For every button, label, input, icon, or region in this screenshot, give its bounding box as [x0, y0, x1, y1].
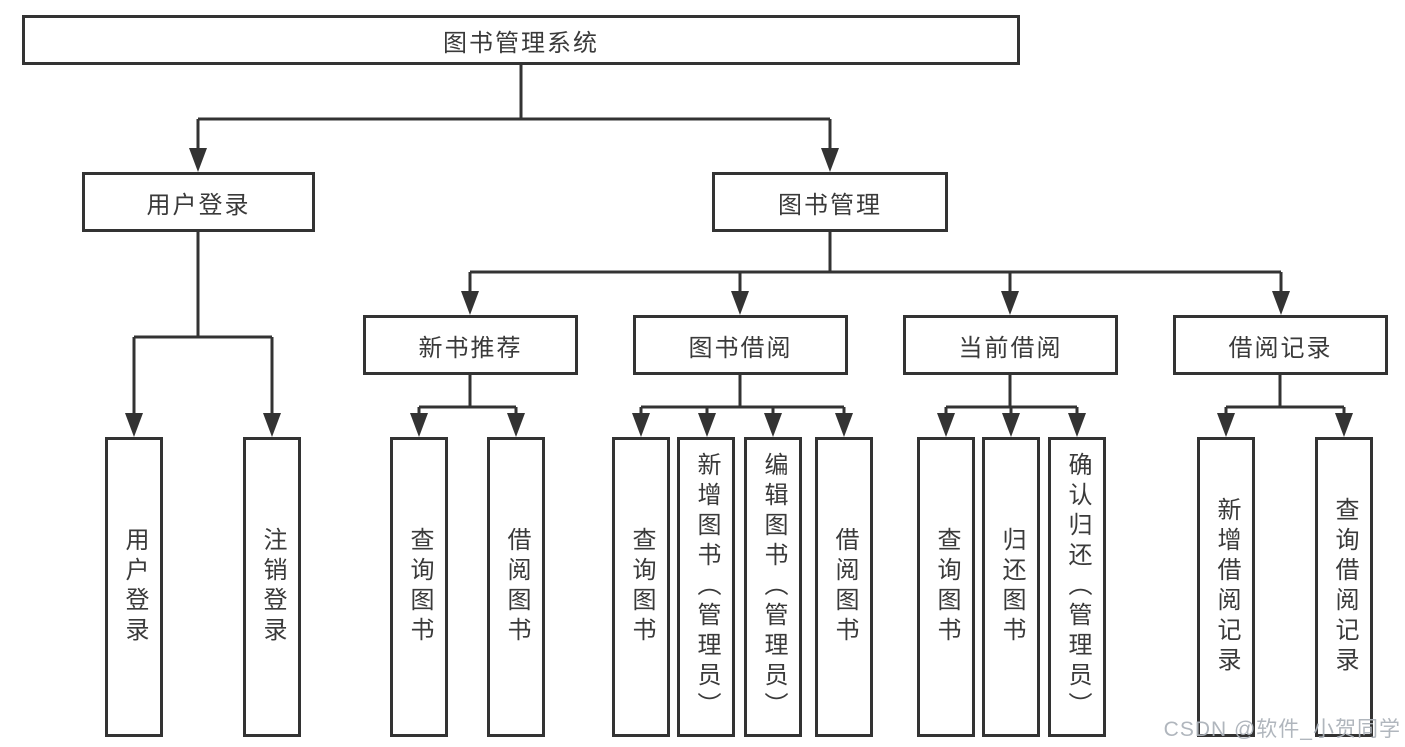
leaf-query-books-recommend: 查询图书 [390, 437, 448, 737]
connector-new-book-children [410, 375, 525, 437]
leaf-add-borrow-record: 新增借阅记录 [1197, 437, 1255, 737]
connector-book-borrow-children [632, 375, 853, 437]
node-current-borrow-label: 当前借阅 [958, 334, 1063, 362]
leaf-logout: 注销登录 [243, 437, 301, 737]
connector-current-borrow-children [937, 375, 1086, 437]
leaf-borrow-books-recommend-label: 借阅图书 [503, 527, 530, 647]
leaf-query-books-recommend-label: 查询图书 [406, 527, 433, 647]
node-system: 图书管理系统 [22, 15, 1020, 65]
node-user-login: 用户登录 [82, 172, 315, 232]
leaf-edit-books-admin-label: 编辑图书（管理员） [760, 452, 787, 722]
node-borrow-records: 借阅记录 [1173, 315, 1388, 375]
node-borrow-records-label: 借阅记录 [1228, 334, 1333, 362]
node-current-borrow: 当前借阅 [903, 315, 1118, 375]
leaf-query-borrow-record: 查询借阅记录 [1315, 437, 1373, 737]
leaf-borrow-books: 借阅图书 [815, 437, 873, 737]
node-user-login-label: 用户登录 [146, 191, 251, 219]
connector-user-login-children [125, 232, 281, 437]
node-book-management-label: 图书管理 [778, 191, 882, 219]
leaf-return-books-label: 归还图书 [998, 527, 1025, 647]
leaf-borrow-books-label: 借阅图书 [831, 527, 858, 647]
leaf-confirm-return-admin: 确认归还（管理员） [1048, 437, 1106, 737]
leaf-query-books-current: 查询图书 [917, 437, 975, 737]
leaf-add-borrow-record-label: 新增借阅记录 [1213, 497, 1240, 677]
leaf-query-books-borrow-label: 查询图书 [628, 527, 655, 647]
node-book-management: 图书管理 [712, 172, 948, 232]
leaf-query-borrow-record-label: 查询借阅记录 [1331, 497, 1358, 677]
leaf-query-books-current-label: 查询图书 [933, 527, 960, 647]
node-book-borrow-label: 图书借阅 [688, 334, 793, 362]
connector-book-management-children [461, 232, 1290, 315]
watermark-text: CSDN @软件_小贺同学 [1163, 718, 1401, 741]
leaf-confirm-return-admin-label: 确认归还（管理员） [1064, 452, 1091, 722]
leaf-edit-books-admin: 编辑图书（管理员） [744, 437, 802, 737]
leaf-add-books-admin: 新增图书（管理员） [677, 437, 735, 737]
leaf-logout-label: 注销登录 [259, 527, 286, 647]
node-new-book-recommend-label: 新书推荐 [418, 334, 523, 362]
leaf-borrow-books-recommend: 借阅图书 [487, 437, 545, 737]
node-system-label: 图书管理系统 [443, 29, 599, 57]
node-new-book-recommend: 新书推荐 [363, 315, 578, 375]
connector-borrow-records-children [1217, 375, 1353, 437]
node-book-borrow: 图书借阅 [633, 315, 848, 375]
leaf-add-books-admin-label: 新增图书（管理员） [693, 452, 720, 722]
leaf-return-books: 归还图书 [982, 437, 1040, 737]
leaf-user-login: 用户登录 [105, 437, 163, 737]
connector-root-to-level2 [189, 65, 839, 172]
leaf-query-books-borrow: 查询图书 [612, 437, 670, 737]
leaf-user-login-label: 用户登录 [121, 527, 148, 647]
